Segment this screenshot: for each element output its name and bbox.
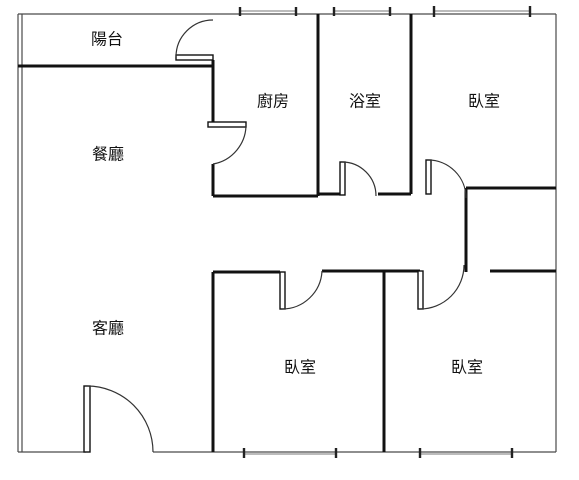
door-bedroom-right <box>417 264 465 310</box>
window-bottom-right <box>418 448 514 458</box>
label-balcony: 陽台 <box>91 30 123 49</box>
room-labels: 陽台 廚房 浴室 臥室 餐廳 客廳 臥室 臥室 <box>91 30 500 377</box>
door-bedroom-top <box>425 159 467 199</box>
windows <box>238 6 532 458</box>
label-kitchen: 廚房 <box>257 92 289 111</box>
door-kitchen <box>207 121 247 165</box>
label-dining: 餐廳 <box>92 145 124 164</box>
door-bathroom <box>339 161 377 197</box>
label-bedroom-top-right: 臥室 <box>468 92 500 111</box>
label-living: 客廳 <box>92 319 124 338</box>
outer-walls <box>17 13 557 453</box>
window-bottom-mid <box>242 448 338 458</box>
label-bathroom: 浴室 <box>349 92 381 111</box>
door-entrance <box>83 385 154 453</box>
window-top-bath <box>332 7 392 16</box>
window-top-kitchen <box>238 7 298 16</box>
door-balcony <box>175 19 214 61</box>
window-top-bedroom <box>432 6 532 17</box>
doors <box>83 19 467 453</box>
interior-walls <box>18 14 556 452</box>
label-bedroom-bottom-middle: 臥室 <box>284 358 316 377</box>
label-bedroom-bottom-right: 臥室 <box>451 358 483 377</box>
door-bedroom-mid <box>279 270 323 310</box>
